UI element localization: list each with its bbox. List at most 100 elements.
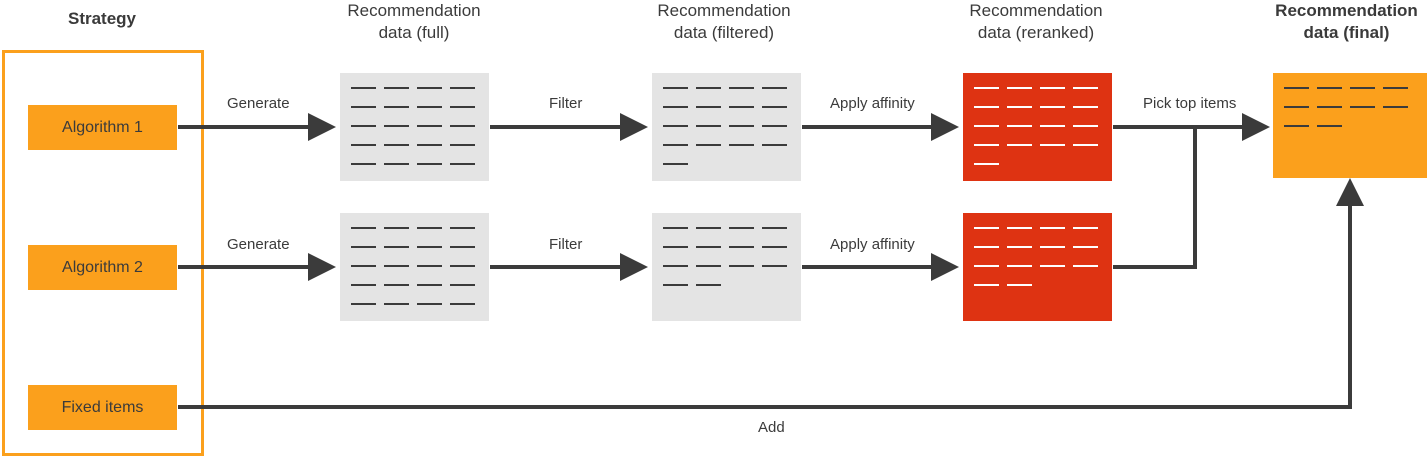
data-dash — [351, 87, 376, 89]
data-dash — [696, 125, 721, 127]
strategy-item-algorithm-2[interactable]: Algorithm 2 — [28, 245, 177, 290]
data-dash — [417, 163, 442, 165]
data-dash — [1284, 106, 1309, 108]
data-dash — [450, 265, 475, 267]
data-dash — [696, 87, 721, 89]
data-block-row — [974, 227, 1101, 246]
data-dash — [696, 106, 721, 108]
data-dash — [1317, 125, 1342, 127]
edge-label-generate-row1: Generate — [227, 95, 290, 112]
data-dash — [417, 227, 442, 229]
data-dash — [450, 303, 475, 305]
data-dash — [1073, 227, 1098, 229]
data-dash — [351, 246, 376, 248]
data-block-row — [351, 125, 478, 144]
data-dash — [663, 227, 688, 229]
data-dash-empty — [762, 284, 787, 286]
data-block-row — [663, 106, 790, 125]
data-dash — [1317, 87, 1342, 89]
data-dash — [974, 227, 999, 229]
strategy-item-fixed-items-label: Fixed items — [61, 398, 144, 416]
data-dash — [974, 246, 999, 248]
data-dash — [1040, 144, 1065, 146]
data-dash — [351, 125, 376, 127]
data-dash — [1007, 144, 1032, 146]
data-block-reranked-row2 — [963, 213, 1112, 321]
data-dash-empty — [1073, 163, 1098, 165]
data-dash — [729, 144, 754, 146]
heading-strategy-text: Strategy — [67, 9, 137, 28]
data-block-row — [663, 246, 790, 265]
heading-recommendation-data-filtered: Recommendation data (filtered) — [648, 0, 800, 44]
strategy-item-algorithm-2-label: Algorithm 2 — [62, 258, 143, 276]
data-dash — [417, 106, 442, 108]
data-dash — [1350, 87, 1375, 89]
data-dash — [1073, 87, 1098, 89]
strategy-item-fixed-items[interactable]: Fixed items — [28, 385, 177, 430]
data-dash — [1073, 246, 1098, 248]
data-dash-empty — [1073, 284, 1098, 286]
data-dash — [663, 87, 688, 89]
data-block-row — [1284, 106, 1416, 125]
data-dash — [1350, 106, 1375, 108]
data-dash-empty — [1040, 163, 1065, 165]
data-dash — [1007, 125, 1032, 127]
data-block-row — [1284, 87, 1416, 106]
edge-label-apply-affinity-row1: Apply affinity — [830, 95, 915, 112]
data-dash — [417, 303, 442, 305]
data-block-filtered-row1 — [652, 73, 801, 181]
data-block-row — [974, 163, 1101, 182]
data-dash — [1073, 265, 1098, 267]
data-dash — [450, 106, 475, 108]
data-dash — [384, 163, 409, 165]
heading-filtered-line1: Recommendation — [657, 1, 791, 20]
data-dash — [450, 163, 475, 165]
data-block-row — [1284, 125, 1416, 144]
data-dash — [1073, 144, 1098, 146]
data-dash — [729, 265, 754, 267]
data-dash — [1007, 106, 1032, 108]
data-dash — [1040, 87, 1065, 89]
data-dash — [663, 163, 688, 165]
data-dash — [762, 125, 787, 127]
data-dash — [384, 144, 409, 146]
data-dash — [696, 265, 721, 267]
data-dash-empty — [762, 163, 787, 165]
heading-strategy: Strategy — [0, 8, 204, 30]
data-block-row — [663, 144, 790, 163]
data-dash — [1007, 284, 1032, 286]
data-dash — [351, 284, 376, 286]
data-dash — [384, 284, 409, 286]
data-dash — [1040, 246, 1065, 248]
data-dash — [1040, 227, 1065, 229]
data-dash — [351, 144, 376, 146]
edge-label-filter-row2: Filter — [549, 236, 583, 253]
data-block-row — [351, 163, 478, 182]
data-block-final — [1273, 73, 1427, 178]
data-dash — [417, 87, 442, 89]
data-dash — [696, 284, 721, 286]
data-block-row — [351, 303, 478, 322]
edge-label-filter-row1: Filter — [549, 95, 583, 112]
data-dash-empty — [696, 163, 721, 165]
data-dash — [450, 144, 475, 146]
heading-reranked-line1: Recommendation — [969, 1, 1103, 20]
data-block-row — [663, 125, 790, 144]
data-block-reranked-row1 — [963, 73, 1112, 181]
data-dash — [762, 106, 787, 108]
data-dash — [417, 265, 442, 267]
data-dash — [663, 246, 688, 248]
data-dash — [1284, 87, 1309, 89]
edge-label-generate-row2: Generate — [227, 236, 290, 253]
data-dash — [384, 303, 409, 305]
data-dash-empty — [1007, 163, 1032, 165]
data-dash — [450, 227, 475, 229]
data-dash — [974, 87, 999, 89]
data-dash — [974, 284, 999, 286]
data-block-full-row2 — [340, 213, 489, 321]
strategy-item-algorithm-1[interactable]: Algorithm 1 — [28, 105, 177, 150]
data-dash — [384, 265, 409, 267]
data-dash — [762, 246, 787, 248]
edge-label-add: Add — [758, 419, 785, 436]
